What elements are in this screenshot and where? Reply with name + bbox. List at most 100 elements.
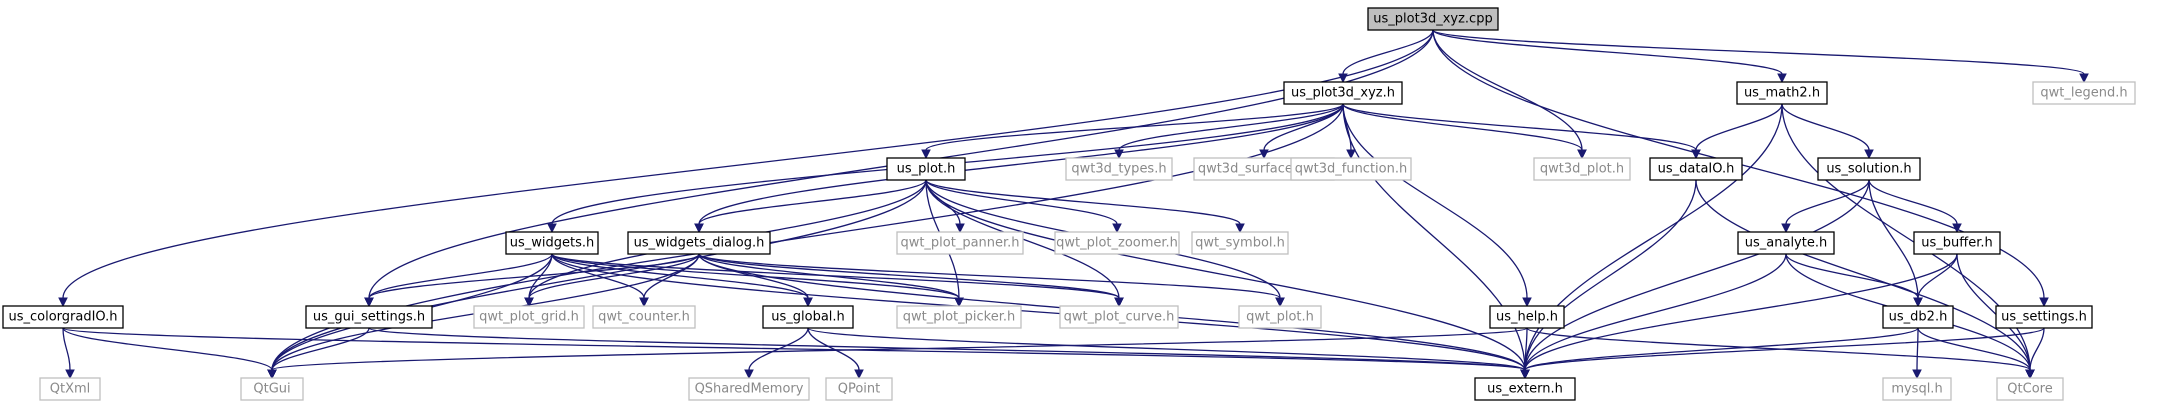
node-us-extern-h[interactable]: us_extern.h xyxy=(1474,377,1576,401)
node-qwt3d-types-h: qwt3d_types.h xyxy=(1065,157,1173,181)
node-label: us_global.h xyxy=(771,310,845,325)
node-us-math2-h[interactable]: us_math2.h xyxy=(1736,81,1828,105)
edge-us-math2-h-to-us-solution-h xyxy=(1781,103,1874,160)
edge-us-widgets-dialog-h-to-us-gui-settings-h xyxy=(364,253,700,308)
node-label: qwt_plot_panner.h xyxy=(900,236,1019,251)
node-qwt-counter-h: qwt_counter.h xyxy=(592,305,696,329)
node-mysql-h: mysql.h xyxy=(1882,377,1952,401)
edge-us-plot-h-to-qwt-plot-zoomer-h xyxy=(925,179,1122,234)
node-qwt-plot-picker-h: qwt_plot_picker.h xyxy=(896,305,1022,329)
edge-us-math2-h-to-us-dataIO-h xyxy=(1691,103,1783,160)
node-label: QtGui xyxy=(253,382,290,397)
node-label: us_db2.h xyxy=(1889,310,1948,325)
edge-us-plot-h-to-us-widgets-dialog-h xyxy=(694,179,927,234)
edge-us-plot-h-to-qwt-symbol-h xyxy=(925,179,1245,234)
node-label: us_buffer.h xyxy=(1921,236,1992,251)
node-us-db2-h[interactable]: us_db2.h xyxy=(1882,305,1954,329)
node-label: us_plot3d_xyz.h xyxy=(1291,86,1395,101)
node-label: qwt_plot.h xyxy=(1246,310,1314,325)
edge-us-plot3d-xyz-cpp-to-us-colorgradIO-h xyxy=(58,29,1434,308)
edge-us-plot3d-xyz-h-to-us-extern-h xyxy=(1342,103,1530,380)
node-us-widgets-dialog-h[interactable]: us_widgets_dialog.h xyxy=(627,231,771,255)
edge-us-settings-h-to-us-extern-h xyxy=(1520,327,2045,380)
edge-us-plot3d-xyz-h-to-qwt3d-types-h xyxy=(1114,103,1344,160)
edge-us-gui-settings-h-to-us-extern-h xyxy=(368,327,1530,380)
node-QtXml: QtXml xyxy=(39,377,101,401)
edge-us-plot3d-xyz-cpp-to-qwt-legend-h xyxy=(1432,29,2089,84)
node-us-settings-h[interactable]: us_settings.h xyxy=(1995,305,2093,329)
node-label: us_solution.h xyxy=(1826,162,1911,177)
node-us-buffer-h[interactable]: us_buffer.h xyxy=(1913,231,2001,255)
node-label: us_widgets_dialog.h xyxy=(634,236,765,251)
edge-us-plot3d-xyz-h-to-us-plot-h xyxy=(921,103,1344,160)
node-label: qwt_legend.h xyxy=(2040,86,2127,101)
node-label: us_widgets.h xyxy=(510,236,595,251)
node-us-analyte-h[interactable]: us_analyte.h xyxy=(1737,231,1835,255)
edge-us-global-h-to-QPoint xyxy=(807,327,864,380)
node-QSharedMemory: QSharedMemory xyxy=(688,377,810,401)
edge-us-dataIO-h-to-us-extern-h xyxy=(1520,179,1697,380)
node-label: us_dataIO.h xyxy=(1658,162,1735,177)
edge-us-plot-h-to-us-extern-h xyxy=(925,179,1530,380)
edge-us-solution-h-to-us-analyte-h xyxy=(1781,179,1870,234)
node-us-plot3d-xyz-h[interactable]: us_plot3d_xyz.h xyxy=(1283,81,1403,105)
node-label: QtCore xyxy=(2007,382,2052,397)
edge-us-plot3d-xyz-h-to-qwt3d-function-h xyxy=(1342,103,1356,160)
node-label: QSharedMemory xyxy=(695,382,804,397)
edge-us-widgets-dialog-h-to-qwt-plot-curve-h xyxy=(698,253,1124,308)
node-label: qwt3d_plot.h xyxy=(1540,162,1624,177)
node-us-dataIO-h[interactable]: us_dataIO.h xyxy=(1649,157,1743,181)
edge-us-widgets-dialog-h-to-qwt-counter-h xyxy=(639,253,700,308)
node-us-plot3d-xyz-cpp[interactable]: us_plot3d_xyz.cpp xyxy=(1367,7,1499,31)
node-label: us_gui_settings.h xyxy=(313,310,425,325)
edge-us-widgets-h-to-qwt-plot-curve-h xyxy=(551,253,1124,308)
node-label: qwt_plot_picker.h xyxy=(903,310,1016,325)
node-us-solution-h[interactable]: us_solution.h xyxy=(1817,157,1921,181)
node-label: us_plot.h xyxy=(897,162,956,177)
node-QPoint: QPoint xyxy=(825,377,893,401)
node-qwt3d-plot-h: qwt3d_plot.h xyxy=(1533,157,1631,181)
edge-us-help-h-to-QtCore xyxy=(1526,327,2035,380)
node-qwt-plot-panner-h: qwt_plot_panner.h xyxy=(896,231,1024,255)
node-us-plot-h[interactable]: us_plot.h xyxy=(886,157,966,181)
edge-us-plot3d-xyz-h-to-us-dataIO-h xyxy=(1342,103,1701,160)
node-us-help-h[interactable]: us_help.h xyxy=(1489,305,1565,329)
edge-us-analyte-h-to-us-db2-h xyxy=(1785,253,1923,308)
edge-us-plot3d-xyz-cpp-to-us-math2-h xyxy=(1432,29,1787,84)
node-label: us_analyte.h xyxy=(1745,236,1827,251)
node-label: qwt_plot_grid.h xyxy=(479,310,579,325)
edge-us-plot3d-xyz-h-to-us-help-h xyxy=(1342,103,1532,308)
edge-us-global-h-to-us-extern-h xyxy=(807,327,1530,380)
node-label: us_help.h xyxy=(1496,310,1558,325)
edge-us-widgets-dialog-h-to-qwt-plot-h xyxy=(698,253,1285,308)
node-qwt-plot-curve-h: qwt_plot_curve.h xyxy=(1059,305,1179,329)
edge-us-plot3d-xyz-h-to-qwt3d-plot-h xyxy=(1342,103,1587,160)
node-qwt-plot-h: qwt_plot.h xyxy=(1238,305,1322,329)
node-us-gui-settings-h[interactable]: us_gui_settings.h xyxy=(305,305,433,329)
edge-us-db2-h-to-mysql-h xyxy=(1912,327,1922,380)
node-qwt-symbol-h: qwt_symbol.h xyxy=(1191,231,1289,255)
node-label: qwt_plot_curve.h xyxy=(1064,310,1175,325)
node-us-colorgradIO-h[interactable]: us_colorgradIO.h xyxy=(2,305,124,329)
node-label: us_math2.h xyxy=(1744,86,1820,101)
edge-us-solution-h-to-us-extern-h xyxy=(1520,179,1870,380)
node-us-global-h[interactable]: us_global.h xyxy=(762,305,854,329)
node-qwt-legend-h: qwt_legend.h xyxy=(2032,81,2136,105)
node-label: qwt3d_types.h xyxy=(1071,162,1166,177)
node-label: qwt_symbol.h xyxy=(1195,236,1285,251)
edge-us-colorgradIO-h-to-QtXml xyxy=(62,327,75,380)
node-label: QtXml xyxy=(50,382,91,397)
node-label: qwt_counter.h xyxy=(598,310,690,325)
node-label: qwt_plot_zoomer.h xyxy=(1056,236,1178,251)
edge-us-settings-h-to-QtCore xyxy=(2025,327,2045,380)
node-label: us_colorgradIO.h xyxy=(8,310,117,325)
edge-us-buffer-h-to-us-db2-h xyxy=(1913,253,1958,308)
node-QtGui: QtGui xyxy=(240,377,304,401)
node-QtCore: QtCore xyxy=(1996,377,2064,401)
node-qwt-plot-zoomer-h: qwt_plot_zoomer.h xyxy=(1054,231,1180,255)
node-qwt-plot-grid-h: qwt_plot_grid.h xyxy=(473,305,585,329)
edge-us-global-h-to-QSharedMemory xyxy=(744,327,809,380)
node-us-widgets-h[interactable]: us_widgets.h xyxy=(505,231,599,255)
node-label: QPoint xyxy=(838,382,881,397)
